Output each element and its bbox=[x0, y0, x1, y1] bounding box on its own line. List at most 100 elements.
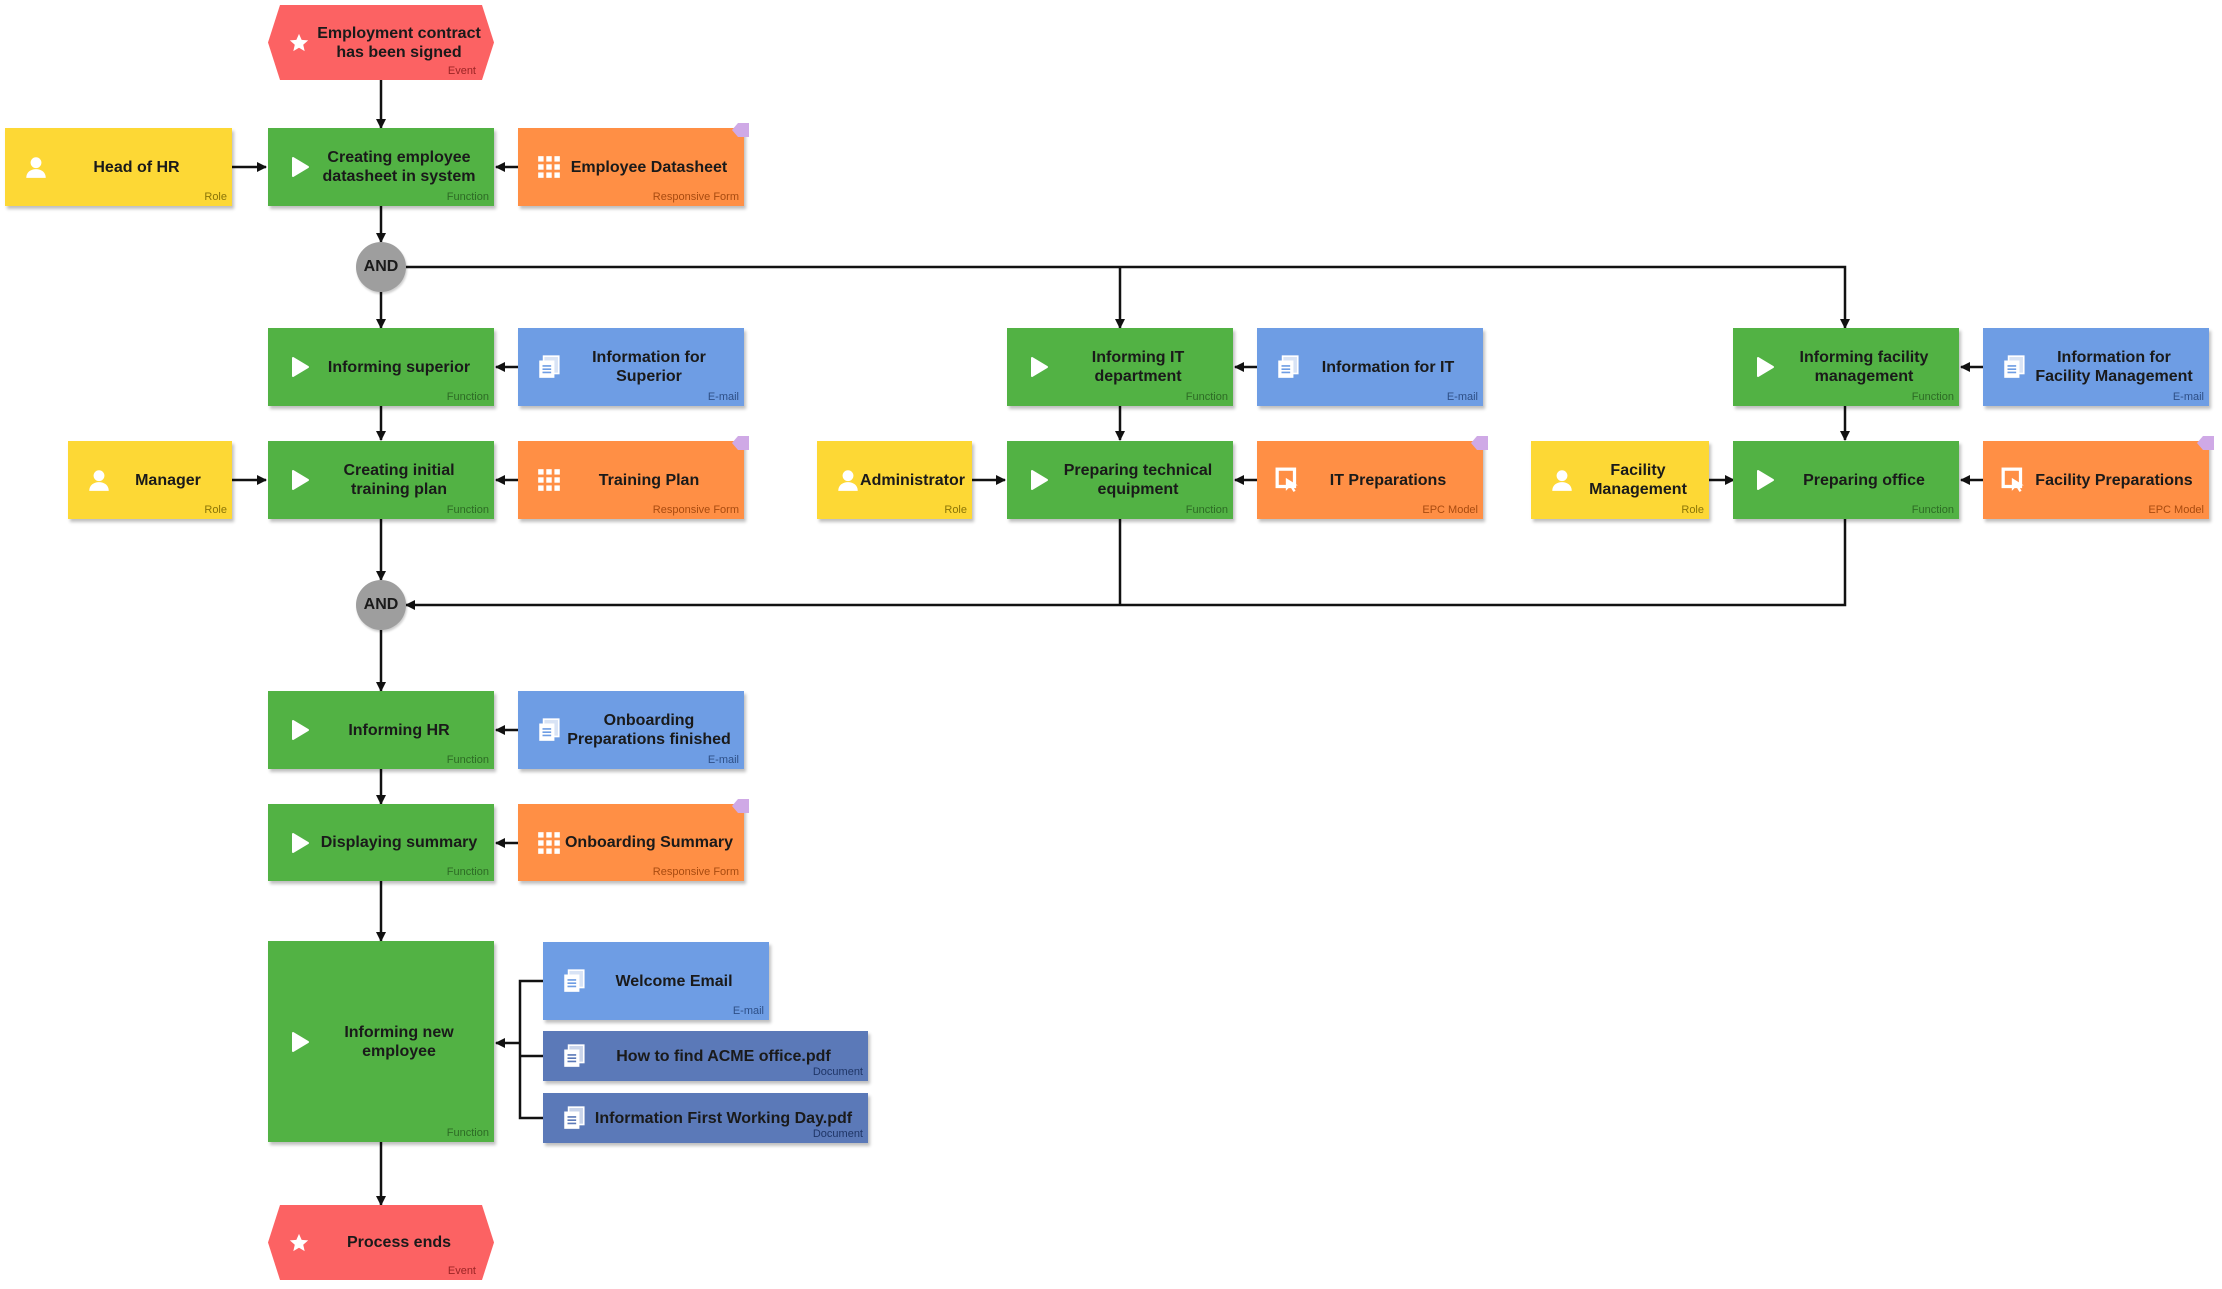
star-icon bbox=[282, 1226, 316, 1260]
document-icon bbox=[532, 713, 566, 747]
function-type: Function bbox=[1911, 504, 1954, 516]
epc-label: IT Preparations bbox=[1329, 471, 1447, 489]
tag-icon bbox=[732, 123, 749, 137]
connector bbox=[406, 265, 1850, 329]
role-label: Facility Management bbox=[1589, 462, 1687, 498]
email-type: E-mail bbox=[732, 1005, 764, 1017]
document-icon bbox=[557, 1101, 591, 1135]
function-label: Creating initial training plan bbox=[343, 462, 455, 498]
epc-label: Facility Preparations bbox=[2035, 471, 2193, 489]
form-type: Responsive Form bbox=[652, 504, 739, 516]
play-icon bbox=[1021, 463, 1055, 497]
role-administrator[interactable]: Administrator Role bbox=[817, 441, 972, 519]
role-label: Administrator bbox=[860, 471, 965, 489]
form-training-plan[interactable]: Training Plan Responsive Form bbox=[518, 436, 749, 519]
function-informing-hr[interactable]: Informing HR Function bbox=[268, 691, 494, 769]
email-label: Onboarding Preparations finished bbox=[567, 712, 731, 748]
document-icon bbox=[557, 1039, 591, 1073]
form-employee-datasheet[interactable]: Employee Datasheet Responsive Form bbox=[518, 123, 749, 206]
role-label: Head of HR bbox=[93, 158, 180, 176]
function-informing-facility[interactable]: Informing facility management Function bbox=[1733, 328, 1959, 406]
person-icon bbox=[831, 463, 865, 497]
function-type: Function bbox=[446, 504, 489, 516]
epc-type: EPC Model bbox=[2148, 504, 2204, 516]
function-type: Function bbox=[446, 191, 489, 203]
function-informing-superior[interactable]: Informing superior Function bbox=[268, 328, 494, 406]
function-label: Informing HR bbox=[348, 721, 450, 739]
document-icon bbox=[1997, 350, 2031, 384]
and-gateway-split[interactable]: AND bbox=[356, 242, 406, 292]
function-label: Informing facility management bbox=[1799, 349, 1929, 385]
tag-icon bbox=[732, 436, 749, 450]
function-creating-training-plan[interactable]: Creating initial training plan Function bbox=[268, 441, 494, 519]
email-onboarding-preparations[interactable]: Onboarding Preparations finished E-mail bbox=[518, 691, 744, 769]
event-type: Event bbox=[447, 1265, 476, 1277]
play-icon bbox=[282, 150, 316, 184]
role-manager[interactable]: Manager Role bbox=[68, 441, 232, 519]
play-icon bbox=[1747, 350, 1781, 384]
function-label: Informing IT department bbox=[1091, 349, 1185, 385]
function-informing-new-employee[interactable]: Informing new employee Function bbox=[268, 941, 494, 1142]
form-onboarding-summary[interactable]: Onboarding Summary Responsive Form bbox=[518, 799, 749, 881]
email-welcome[interactable]: Welcome Email E-mail bbox=[543, 942, 769, 1020]
function-preparing-equipment[interactable]: Preparing technical equipment Function bbox=[1007, 441, 1233, 519]
form-type: Responsive Form bbox=[652, 191, 739, 203]
role-type: Role bbox=[204, 191, 227, 203]
epc-it-preparations[interactable]: IT Preparations EPC Model bbox=[1257, 436, 1488, 519]
document-acme-office[interactable]: How to find ACME office.pdf Document bbox=[543, 1031, 868, 1081]
document-first-working-day[interactable]: Information First Working Day.pdf Docume… bbox=[543, 1093, 868, 1143]
email-label: Information for IT bbox=[1321, 358, 1455, 376]
email-type: E-mail bbox=[2172, 391, 2204, 403]
event-label: Employment contract has been signed bbox=[317, 24, 481, 61]
function-label: Displaying summary bbox=[320, 834, 478, 851]
function-type: Function bbox=[1185, 504, 1228, 516]
function-label: Preparing office bbox=[1803, 471, 1925, 489]
star-icon bbox=[282, 26, 316, 60]
role-type: Role bbox=[204, 504, 227, 516]
form-label: Employee Datasheet bbox=[570, 158, 728, 176]
email-information-for-superior[interactable]: Information for Superior E-mail bbox=[518, 328, 744, 406]
connector bbox=[405, 519, 1847, 610]
play-icon bbox=[1747, 463, 1781, 497]
event-type: Event bbox=[447, 65, 476, 77]
function-label: Informing new employee bbox=[344, 1023, 454, 1060]
epc-facility-preparations[interactable]: Facility Preparations EPC Model bbox=[1983, 436, 2214, 519]
email-information-for-facility[interactable]: Information for Facility Management E-ma… bbox=[1983, 328, 2209, 406]
function-label: Preparing technical equipment bbox=[1063, 462, 1213, 498]
email-label: Information for Facility Management bbox=[2035, 349, 2193, 385]
function-preparing-office[interactable]: Preparing office Function bbox=[1733, 441, 1959, 519]
document-label: Information First Working Day.pdf bbox=[594, 1109, 853, 1127]
grid-icon bbox=[532, 463, 566, 497]
function-creating-employee-datasheet[interactable]: Creating employee datasheet in system Fu… bbox=[268, 128, 494, 206]
play-icon bbox=[282, 1025, 316, 1059]
event-contract-signed[interactable]: Employment contract has been signed Even… bbox=[268, 5, 494, 80]
function-informing-it[interactable]: Informing IT department Function bbox=[1007, 328, 1233, 406]
role-facility-management[interactable]: Facility Management Role bbox=[1531, 441, 1709, 519]
and-gateway-join[interactable]: AND bbox=[356, 580, 406, 630]
form-label: Onboarding Summary bbox=[564, 834, 734, 851]
function-type: Function bbox=[446, 391, 489, 403]
grid-icon bbox=[532, 150, 566, 184]
tag-icon bbox=[1471, 436, 1488, 450]
event-process-ends[interactable]: Process ends Event bbox=[268, 1205, 494, 1280]
play-icon bbox=[282, 350, 316, 384]
email-label: Welcome Email bbox=[615, 972, 733, 990]
play-icon bbox=[282, 713, 316, 747]
function-displaying-summary[interactable]: Displaying summary Function bbox=[268, 804, 494, 881]
role-head-of-hr[interactable]: Head of HR Role bbox=[5, 128, 232, 206]
process-model-icon bbox=[1997, 463, 2031, 497]
email-information-for-it[interactable]: Information for IT E-mail bbox=[1257, 328, 1483, 406]
document-icon bbox=[557, 964, 591, 998]
form-label: Training Plan bbox=[598, 471, 700, 489]
email-label: Information for Superior bbox=[592, 349, 706, 385]
role-type: Role bbox=[1681, 504, 1704, 516]
play-icon bbox=[1021, 350, 1055, 384]
email-type: E-mail bbox=[707, 391, 739, 403]
document-label: How to find ACME office.pdf bbox=[616, 1047, 831, 1065]
function-type: Function bbox=[446, 1127, 489, 1139]
function-type: Function bbox=[446, 754, 489, 766]
role-type: Role bbox=[944, 504, 967, 516]
function-label: Informing superior bbox=[327, 358, 471, 376]
tag-icon bbox=[732, 799, 749, 813]
